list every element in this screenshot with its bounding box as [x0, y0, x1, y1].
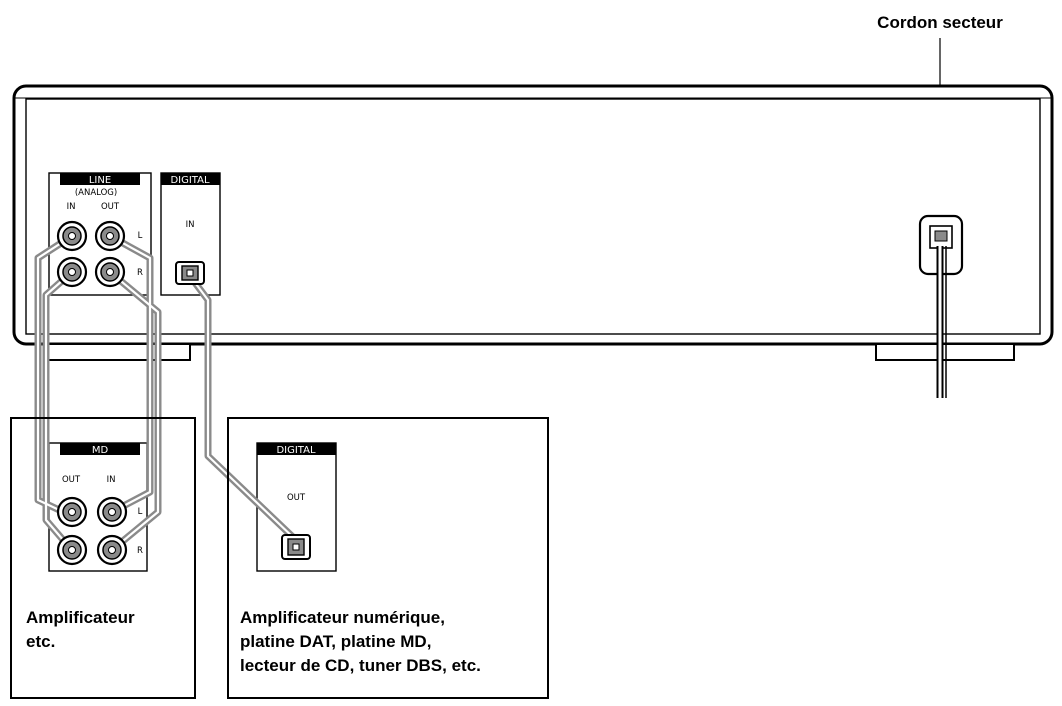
line-header: LINE	[89, 175, 111, 186]
digital-out-label: OUT	[287, 493, 306, 503]
right-foot	[875, 343, 1015, 361]
main-unit-rear	[12, 84, 1054, 361]
power-cord-label: Cordon secteur	[877, 13, 1003, 32]
left-foot	[47, 343, 191, 361]
rca-jack-line-in-r	[56, 256, 88, 288]
rca-jack-md-in-l	[96, 496, 128, 528]
optical-jack-digital-in	[175, 261, 205, 285]
digital-in-header: DIGITAL	[170, 175, 210, 186]
rca-jack-line-out-r	[94, 256, 126, 288]
digital-device-caption-line-3: lecteur de CD, tuner DBS, etc.	[240, 656, 481, 675]
rca-jack-line-in-l	[56, 220, 88, 252]
md-in-label: IN	[107, 475, 116, 485]
digital-device-box	[227, 417, 549, 699]
digital-out-header: DIGITAL	[276, 445, 316, 456]
amplifier-caption-line-1: Amplificateur	[26, 608, 135, 627]
line-l-label: L	[138, 231, 143, 241]
line-out-label: OUT	[101, 202, 120, 212]
line-analog-sub: (ANALOG)	[75, 188, 117, 198]
line-r-label: R	[137, 268, 143, 278]
md-out-label: OUT	[62, 475, 81, 485]
rca-jack-md-in-r	[96, 534, 128, 566]
rca-jack-line-out-l	[94, 220, 126, 252]
line-in-label: IN	[67, 202, 76, 212]
power-cord	[936, 246, 947, 398]
md-header: MD	[92, 445, 109, 456]
digital-device-caption-line-2: platine DAT, platine MD,	[240, 632, 431, 651]
md-l-label: L	[138, 507, 143, 517]
rca-jack-md-out-r	[56, 534, 88, 566]
amplifier-device-box	[10, 417, 196, 699]
rca-jack-md-out-l	[56, 496, 88, 528]
digital-in-label: IN	[186, 220, 195, 230]
md-r-label: R	[137, 546, 143, 556]
amplifier-caption-line-2: etc.	[26, 632, 55, 651]
optical-jack-digital-out	[281, 534, 311, 560]
digital-in-panel: DIGITAL IN	[160, 172, 221, 296]
ac-inlet	[918, 214, 964, 276]
digital-device-caption-line-1: Amplificateur numérique,	[240, 608, 445, 627]
